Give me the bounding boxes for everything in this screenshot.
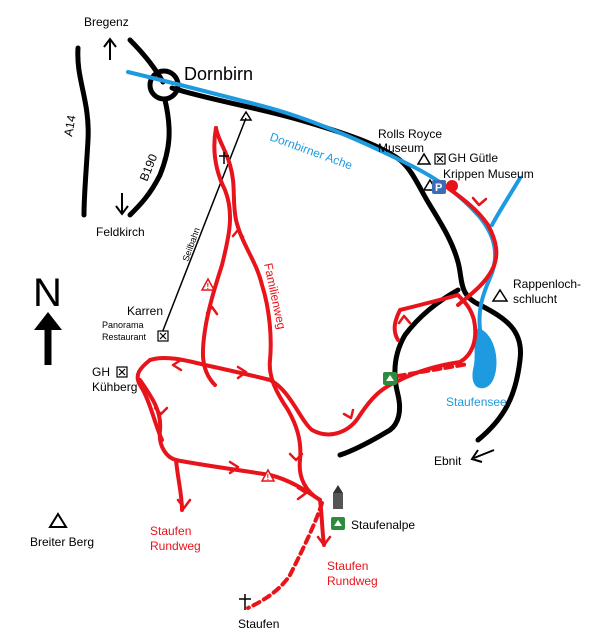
krippen-museum-marker-icon (446, 180, 458, 192)
direction-arrows (34, 37, 495, 463)
label-rundweg-left-1: Staufen (150, 524, 191, 538)
trail-arrow-marker (205, 305, 219, 316)
compass-north-label: N (33, 271, 62, 315)
trail-arrow-marker (236, 365, 248, 380)
trail-east-network (392, 293, 478, 382)
peaks (48, 110, 509, 528)
label-rundweg-left-2: Rundweg (150, 539, 201, 553)
label-feldkirch: Feldkirch (96, 225, 145, 239)
mountain-hut-icon (383, 372, 397, 385)
trail-arrow-marker (231, 228, 245, 239)
arrow-up-bregenz (103, 37, 117, 60)
trail-upper-loop (200, 126, 232, 387)
label-staufen: Staufen (238, 617, 279, 631)
trail-arrow-marker (342, 408, 355, 420)
trails (135, 126, 499, 610)
label-rundweg-right-2: Rundweg (327, 574, 378, 588)
label-rolls-royce-2: Museum (378, 141, 424, 155)
trail-kuehberg-loop (138, 378, 322, 502)
river-dornbirner-ache (126, 70, 498, 332)
peak-triangle-icon (239, 110, 253, 121)
north-arrow-icon (34, 312, 62, 365)
restaurant-icon (116, 366, 128, 378)
river-system (126, 70, 522, 389)
label-dornbirner-ache: Dornbirner Ache (268, 130, 355, 173)
label-breiter-berg: Breiter Berg (30, 535, 94, 549)
trail-arrow-marker (316, 535, 332, 547)
trail-staufensee-path (396, 362, 470, 378)
peak-triangle-icon (491, 288, 509, 302)
hut-icons (331, 372, 397, 530)
cross-icon (219, 152, 229, 164)
label-dornbirn: Dornbirn (184, 64, 253, 84)
seilbahn-label: Seilbahn (180, 226, 201, 262)
restaurant-icons (116, 153, 446, 378)
trail-karren-descent (148, 355, 402, 437)
trail-arrow-marker (228, 460, 240, 475)
trail-familienweg (214, 126, 322, 502)
road-main-east (169, 85, 524, 443)
label-bregenz: Bregenz (84, 15, 129, 29)
chapel-icon (333, 485, 343, 509)
arrow-ebnit (470, 449, 495, 463)
label-staufensee: Staufensee (446, 395, 507, 409)
trail-arrow-marker (397, 314, 412, 325)
label-rundweg-right-1: Staufen (327, 559, 368, 573)
trail-arrow-marker (471, 196, 488, 207)
label-panorama-1: Panorama (102, 320, 144, 330)
label-rappenloch-1: Rappenloch- (513, 277, 581, 291)
restaurant-icon (157, 330, 169, 342)
seilbahn-line (161, 117, 247, 334)
warning-icons: ! ! (200, 277, 276, 482)
trail-arrow-marker (153, 406, 169, 416)
trail-karren-west (135, 358, 164, 442)
label-krippen-museum: Krippen Museum (443, 167, 534, 181)
label-karren: Karren (127, 304, 163, 318)
trail-arrow-marker (171, 358, 183, 372)
arrow-down-feldkirch (115, 193, 129, 216)
trail-arrow-marker (176, 498, 192, 510)
trail-direction-markers (153, 196, 488, 547)
label-gh-guetle: GH Gütle (448, 151, 498, 165)
trail-gutle-connection (446, 186, 499, 307)
label-gh-kuehberg-1: GH (92, 365, 110, 379)
label-a14: A14 (61, 114, 79, 138)
road-b190 (127, 97, 172, 218)
peak-triangle-icon (416, 152, 432, 165)
svg-text:!: ! (267, 473, 270, 482)
svg-text:!: ! (207, 282, 210, 291)
label-staufenalpe: Staufenalpe (351, 518, 415, 532)
restaurant-icon (434, 153, 446, 165)
warning-triangle-icon: ! (200, 277, 216, 291)
road-gutle-branch (337, 287, 461, 458)
label-rappenloch-2: schlucht (513, 292, 558, 306)
summit-cross-icon (239, 594, 251, 610)
trail-arrow-marker (288, 452, 304, 462)
parking-icon: P (432, 180, 446, 194)
road-a14 (75, 45, 91, 218)
warning-triangle-icon: ! (260, 468, 276, 482)
label-panorama-2: Restaurant (102, 332, 147, 342)
mountain-hut-icon (331, 517, 345, 530)
parking-letter: P (435, 182, 442, 194)
label-rolls-royce-1: Rolls Royce (378, 127, 442, 141)
trail-staufen-path (246, 501, 324, 610)
staufensee-lake (472, 328, 497, 389)
peak-triangle-icon (48, 512, 68, 528)
river-tributary (490, 176, 522, 227)
label-ebnit: Ebnit (434, 454, 462, 468)
trail-arrow-marker (296, 486, 308, 501)
label-gh-kuehberg-2: Kühberg (92, 380, 137, 394)
